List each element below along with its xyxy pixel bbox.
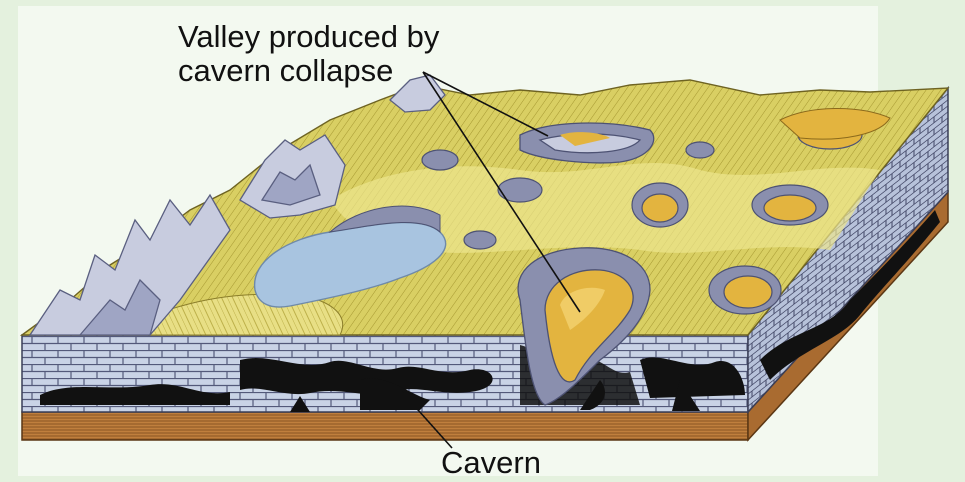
label-valley-line2: cavern collapse (178, 54, 393, 88)
label-cavern: Cavern (441, 446, 541, 480)
collapse-valley-upper (520, 123, 654, 163)
label-valley-line1: Valley produced by (178, 20, 439, 54)
base-strata-front (22, 412, 748, 440)
